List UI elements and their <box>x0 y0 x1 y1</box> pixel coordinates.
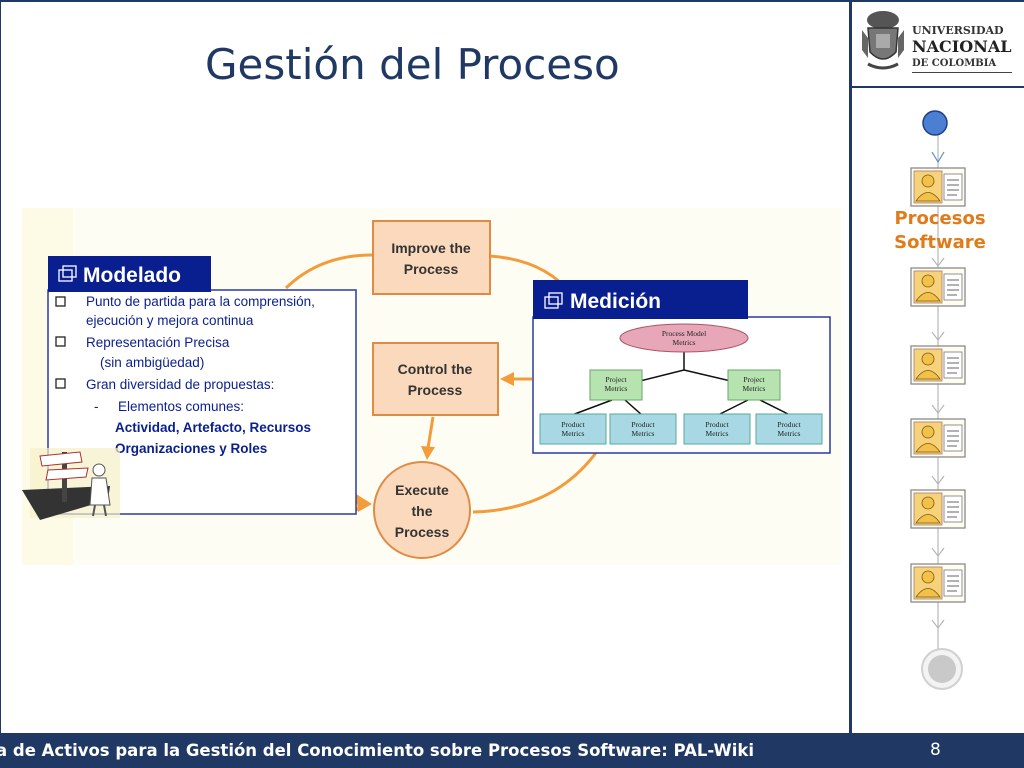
logo-rule <box>912 72 1012 73</box>
sidebar-workflow <box>910 110 966 690</box>
sidebar-label-line1: Procesos <box>894 208 986 229</box>
product-line2: Metrics <box>706 429 729 438</box>
activity-icon <box>910 418 966 458</box>
modelado-bullet: Organizaciones y Roles <box>115 441 267 456</box>
root-line2: Metrics <box>673 338 696 347</box>
window-icon <box>58 265 77 282</box>
project-line2: Metrics <box>605 384 628 393</box>
footer-text: a de Activos para la Gestión del Conocim… <box>0 741 755 760</box>
bullet-box-icon <box>55 336 66 347</box>
project-line1: Project <box>605 375 627 384</box>
slide-footer: a de Activos para la Gestión del Conocim… <box>0 733 1024 768</box>
improve-line1: Improve the <box>391 240 471 256</box>
product-line1: Product <box>631 420 655 429</box>
university-logo: UNIVERSIDAD NACIONAL DE COLOMBIA <box>858 8 1020 80</box>
product-line1: Product <box>705 420 729 429</box>
product-metrics-node: Product Metrics <box>755 413 823 445</box>
activity-icon <box>910 489 966 529</box>
product-line2: Metrics <box>562 429 585 438</box>
bullet-box-icon <box>55 378 66 389</box>
end-node-icon <box>921 648 963 690</box>
project-metrics-node: Project Metrics <box>727 369 781 401</box>
modelado-bullet: ejecución y mejora continua <box>86 313 254 328</box>
bullet-box-icon <box>55 296 66 307</box>
root-line1: Process Model <box>662 329 706 338</box>
slide-top-border <box>0 0 1024 2</box>
product-metrics-node: Product Metrics <box>609 413 677 445</box>
sidebar-separator <box>852 86 1024 88</box>
product-line2: Metrics <box>778 429 801 438</box>
sidebar-process-label: Procesos Software <box>880 207 1000 255</box>
slide-left-border <box>0 0 1 733</box>
project-line2: Metrics <box>743 384 766 393</box>
logo-line-universidad: UNIVERSIDAD <box>912 24 1004 37</box>
modelado-bullet: Representación Precisa <box>86 335 230 350</box>
modelado-bullet: Actividad, Artefacto, Recursos <box>115 420 311 435</box>
control-line1: Control the <box>398 361 473 377</box>
logo-line-nacional: NACIONAL <box>912 37 1012 56</box>
modelado-title: Modelado <box>83 264 181 287</box>
coat-of-arms-icon <box>862 11 904 70</box>
crossroads-person-illustration <box>22 448 120 520</box>
modelado-bullet: - <box>94 399 99 414</box>
window-icon <box>544 292 563 309</box>
execute-line1: Execute <box>395 482 449 498</box>
improve-line2: Process <box>404 261 459 277</box>
modelado-bullet: (sin ambigüedad) <box>100 355 204 370</box>
activity-icon <box>910 345 966 385</box>
process-model-metrics-node: Process Model Metrics <box>619 323 749 353</box>
process-diagram: Improve the Process Control the Process … <box>22 208 841 565</box>
modelado-bullet: Punto de partida para la comprensión, <box>86 294 315 309</box>
modelado-bullet: Elementos comunes: <box>118 399 244 414</box>
execute-line2: the <box>412 503 433 519</box>
product-line2: Metrics <box>632 429 655 438</box>
execute-process-circle: Execute the Process <box>373 461 471 559</box>
medicion-panel: Medición Process Model Metrics Project M… <box>532 280 831 454</box>
control-line2: Process <box>408 382 463 398</box>
activity-icon <box>910 267 966 307</box>
execute-line3: Process <box>395 524 450 540</box>
modelado-bullet: Gran diversidad de propuestas: <box>86 377 274 392</box>
slide-title: Gestión del Proceso <box>205 40 620 89</box>
start-node-icon <box>922 110 948 136</box>
project-line1: Project <box>743 375 765 384</box>
product-line1: Product <box>561 420 585 429</box>
sidebar-label-line2: Software <box>894 232 986 253</box>
product-line1: Product <box>777 420 801 429</box>
control-process-box: Control the Process <box>372 342 499 416</box>
activity-icon <box>910 563 966 603</box>
logo-line-colombia: DE COLOMBIA <box>912 58 997 69</box>
improve-process-box: Improve the Process <box>372 220 491 295</box>
project-metrics-node: Project Metrics <box>589 369 643 401</box>
medicion-title: Medición <box>570 290 661 313</box>
activity-icon <box>910 167 966 207</box>
product-metrics-node: Product Metrics <box>539 413 607 445</box>
product-metrics-node: Product Metrics <box>683 413 751 445</box>
sidebar-divider <box>849 0 852 733</box>
page-number: 8 <box>930 740 941 760</box>
